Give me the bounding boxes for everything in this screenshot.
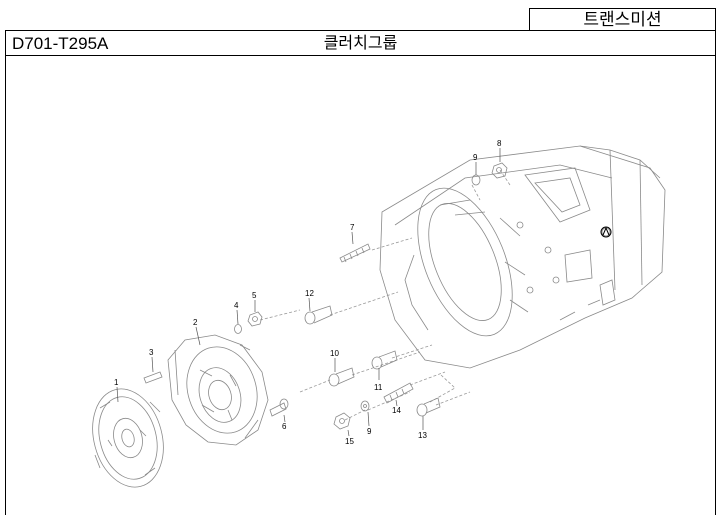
bolt-10	[328, 367, 355, 387]
callout-14: 14	[392, 406, 401, 415]
brand-logo-icon	[600, 226, 612, 238]
bolt-13	[416, 397, 441, 417]
callout-7: 7	[350, 223, 355, 232]
callout-9-upper: 9	[473, 153, 478, 162]
assembly-lines	[259, 169, 511, 421]
washer-9-lower	[360, 400, 370, 412]
clutch-disc-1	[92, 388, 164, 488]
category-label: 트랜스미션	[583, 10, 662, 30]
callout-13: 13	[418, 431, 427, 440]
callout-6: 6	[282, 422, 287, 431]
diagram-frame	[5, 55, 716, 515]
bolt-12	[304, 305, 333, 325]
callout-8: 8	[497, 139, 502, 148]
transmission-housing	[379, 145, 666, 369]
nut-8	[491, 162, 508, 179]
bolt-11	[371, 350, 398, 370]
callout-10: 10	[330, 349, 339, 358]
callout-4: 4	[234, 301, 239, 310]
group-title: 클러치그룹	[323, 33, 398, 52]
title-bar: D701-T295A 클러치그룹	[5, 30, 716, 56]
callout-11: 11	[374, 383, 383, 392]
callout-15: 15	[345, 437, 354, 446]
pin-3	[143, 371, 163, 384]
washer-4	[234, 324, 242, 334]
stud-14	[383, 382, 414, 404]
callout-5: 5	[252, 291, 257, 300]
callout-1: 1	[114, 378, 119, 387]
callout-leaders	[116, 148, 501, 437]
nut-15	[333, 412, 351, 430]
callout-12: 12	[305, 289, 314, 298]
bolt-7	[339, 243, 371, 263]
pressure-plate-2	[167, 334, 269, 446]
callout-labels: 1 2 3 4 5 6 7 8 9 9 10 11 12 13 14 15	[114, 139, 502, 446]
nut-5	[247, 311, 263, 327]
callout-3: 3	[149, 348, 154, 357]
callout-2: 2	[193, 318, 198, 327]
callout-9-lower: 9	[367, 427, 372, 436]
bolt-6	[269, 398, 289, 417]
category-tab: 트랜스미션	[529, 8, 716, 30]
part-code: D701-T295A	[12, 34, 109, 53]
